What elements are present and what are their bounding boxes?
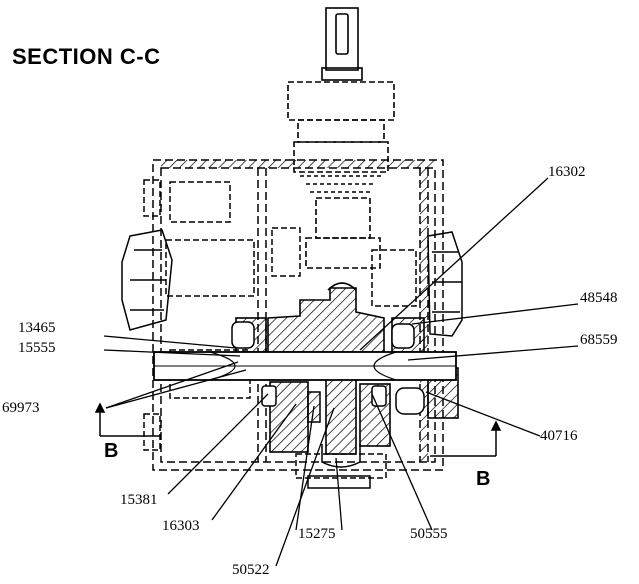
label-68559: 68559 (580, 332, 618, 348)
label-15381: 15381 (120, 492, 158, 508)
cross-shaft (153, 351, 457, 381)
leader-lines (103, 177, 579, 567)
left-hardware (121, 179, 255, 451)
label-16303: 16303 (162, 518, 200, 534)
label-16302: 16302 (548, 164, 586, 180)
label-50555: 50555 (410, 526, 448, 542)
label-15275: 15275 (298, 526, 336, 542)
section-line-b (94, 402, 502, 457)
section-mark-left: B (104, 440, 119, 462)
label-15555: 15555 (18, 340, 56, 356)
spindle-top (287, 7, 395, 269)
label-40716: 40716 (540, 428, 578, 444)
label-50522: 50522 (232, 562, 270, 578)
label-69973: 69973 (2, 400, 40, 416)
label-48548: 48548 (580, 290, 618, 306)
right-hardware (271, 227, 463, 337)
housing (152, 159, 444, 471)
section-title: SECTION C-C (12, 44, 161, 69)
label-13465: 13465 (18, 320, 56, 336)
section-mark-right: B (476, 468, 491, 490)
